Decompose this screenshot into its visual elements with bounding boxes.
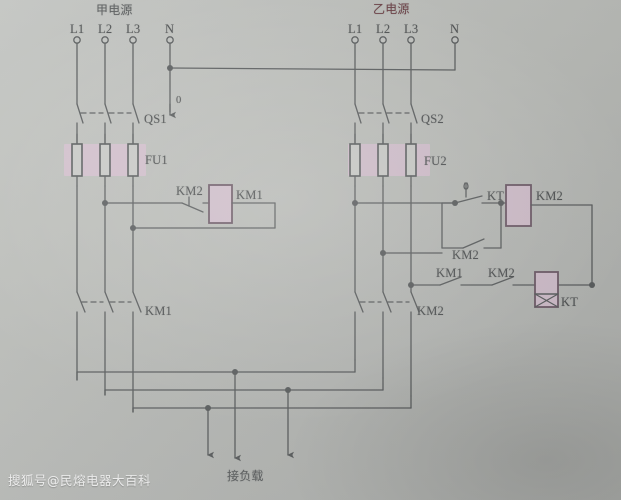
right-terminal-l2: L2 (376, 22, 391, 36)
left-terminal-n: N (165, 22, 175, 36)
neutral-zero-marker: 0 (176, 95, 182, 106)
km1-main-contacts-label: KM1 (145, 304, 172, 318)
fu2-label: FU2 (424, 154, 447, 168)
km2-timer-contact-label: KM2 (488, 266, 515, 280)
qs1-label: QS1 (144, 112, 167, 126)
km2-sealin-contact-label: KM2 (452, 248, 479, 262)
right-terminal-l3: L3 (404, 22, 419, 36)
left-terminal-l1: L1 (70, 22, 85, 36)
highlight-km1-coil (209, 185, 232, 223)
km2-coil-label: KM2 (536, 189, 563, 203)
highlight-kt-coil (535, 272, 558, 307)
right-terminal-n: N (450, 22, 460, 36)
right-source-title: 乙电源 (373, 2, 410, 16)
fu1-label: FU1 (145, 153, 168, 167)
load-label: 接负载 (227, 469, 264, 483)
highlight-km2-coil (506, 185, 531, 226)
km1-coil-label: KM1 (236, 188, 263, 202)
km2-interlock-contact-label: KM2 (176, 184, 203, 198)
watermark: 搜狐号@民熔电器大百科 (8, 473, 152, 488)
left-terminal-l3: L3 (126, 22, 141, 36)
left-terminal-l2: L2 (98, 22, 113, 36)
km1-timer-contact-label: KM1 (436, 266, 463, 280)
qs2-label: QS2 (421, 112, 444, 126)
kt-coil-label: KT (561, 295, 579, 309)
left-source-title: 甲电源 (96, 3, 133, 17)
kt-contact-label: KT (487, 189, 505, 203)
right-terminal-l1: L1 (348, 22, 363, 36)
km2-main-contacts-label: KM2 (417, 304, 444, 318)
